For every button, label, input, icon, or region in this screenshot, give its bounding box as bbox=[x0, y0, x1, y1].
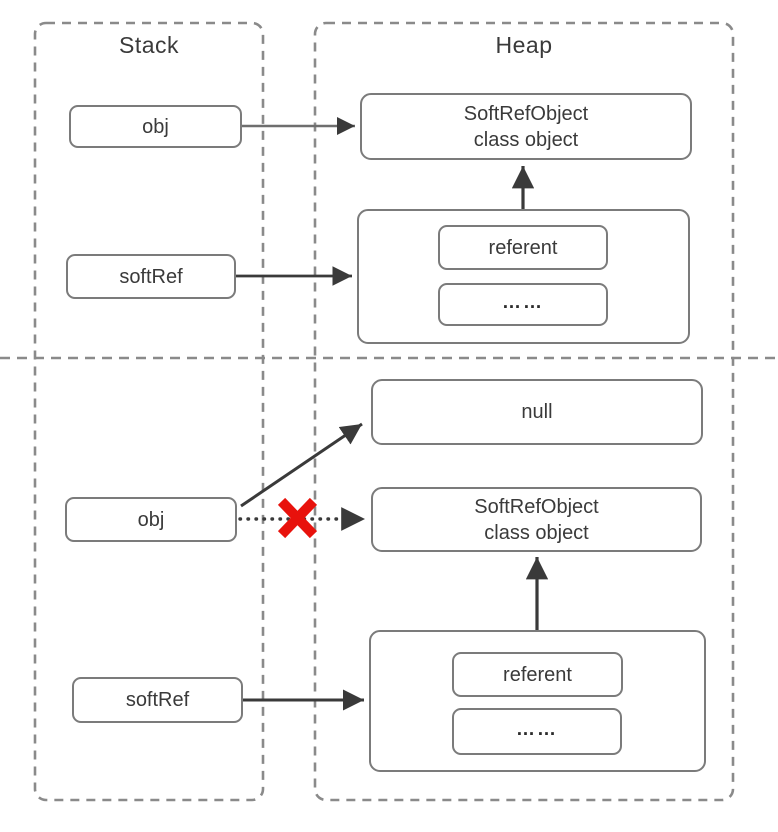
obj-label-scene1: obj bbox=[142, 115, 169, 138]
ellipsis-label-scene1: …… bbox=[502, 292, 544, 314]
referent-label-scene1: referent bbox=[488, 236, 558, 259]
referent-box-scene2: referent bbox=[452, 652, 623, 697]
ellipsis-label-scene2: …… bbox=[516, 719, 558, 741]
obj-label-scene2: obj bbox=[137, 508, 165, 531]
red-cross-icon bbox=[277, 497, 318, 539]
softref-box-scene2: softRef bbox=[72, 677, 243, 723]
obj-box-scene1: obj bbox=[69, 105, 242, 148]
ellipsis-box-scene2: …… bbox=[452, 708, 622, 755]
softref-box-scene1: softRef bbox=[66, 254, 236, 299]
referent-label-scene2: referent bbox=[503, 663, 572, 686]
classobject-line1-scene1: SoftRefObject bbox=[463, 102, 589, 125]
classobject-line1-scene2: SoftRefObject bbox=[474, 495, 599, 518]
classobject-line2-scene2: class object bbox=[484, 521, 589, 544]
classobject-box-scene2: SoftRefObject class object bbox=[371, 487, 702, 552]
classobject-line2-scene1: class object bbox=[473, 128, 579, 151]
referent-box-scene1: referent bbox=[438, 225, 608, 270]
obj-box-scene2: obj bbox=[65, 497, 237, 542]
null-box-scene2: null bbox=[371, 379, 703, 445]
heap-container-border bbox=[313, 21, 735, 802]
arrow-obj-to-null-2 bbox=[240, 422, 363, 508]
ellipsis-box-scene1: …… bbox=[438, 283, 608, 326]
softref-label-scene1: softRef bbox=[119, 265, 183, 288]
softref-label-scene2: softRef bbox=[125, 689, 190, 711]
null-label-scene2: null bbox=[521, 401, 553, 423]
stack-container-border bbox=[33, 21, 265, 802]
classobject-box-scene1: SoftRefObject class object bbox=[360, 93, 692, 160]
heap-title: Heap bbox=[495, 32, 553, 58]
stack-title: Stack bbox=[118, 32, 180, 58]
